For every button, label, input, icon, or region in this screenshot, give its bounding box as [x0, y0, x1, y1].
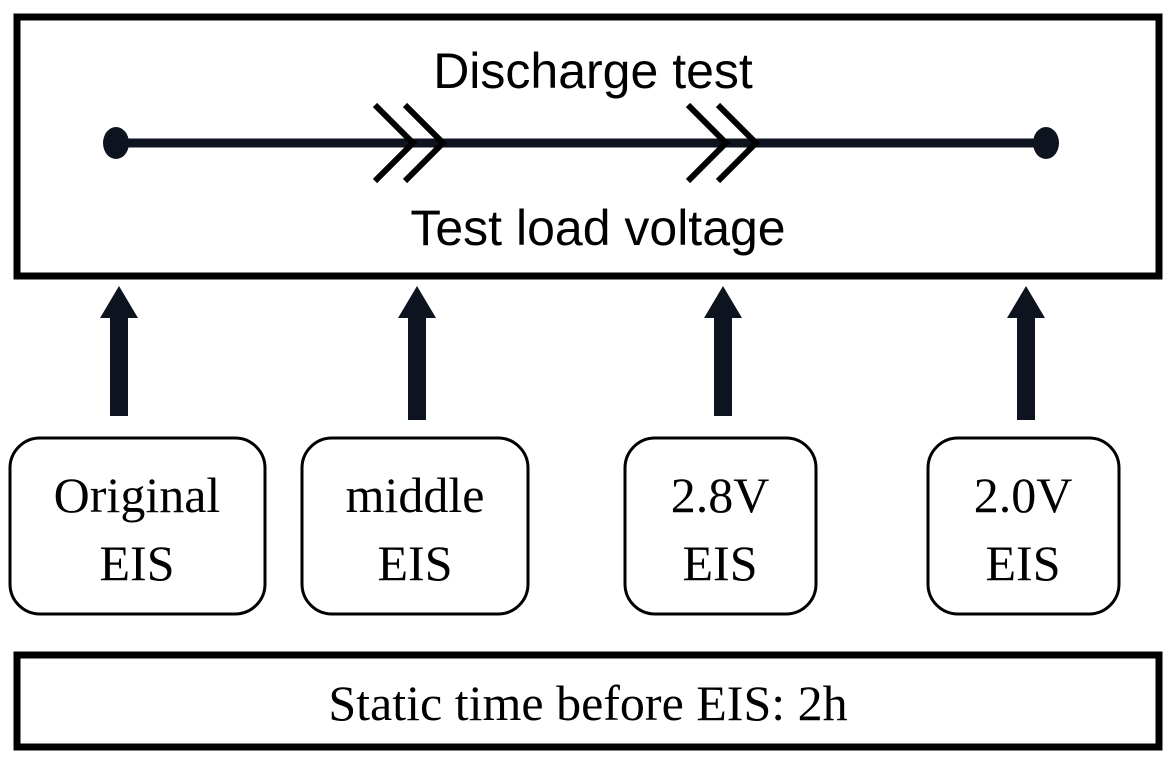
eis-box-line1: Original	[54, 467, 221, 523]
eis-box-2-8v: 2.8V EIS	[623, 436, 818, 616]
eis-box-original: Original EIS	[8, 436, 267, 616]
up-arrow-icon	[100, 286, 138, 416]
eis-box-line1: 2.0V	[974, 467, 1073, 523]
up-arrow-icon	[398, 286, 436, 420]
eis-box-2-0v: 2.0V EIS	[926, 436, 1121, 616]
eis-box-line1: 2.8V	[671, 467, 770, 523]
up-arrow-icon	[704, 286, 742, 416]
test-load-voltage-label: Test load voltage	[410, 200, 785, 256]
double-chevron-icon	[372, 102, 448, 184]
up-arrow-icon	[1007, 286, 1045, 420]
eis-box-line2: EIS	[683, 535, 758, 591]
eis-box-line2: EIS	[986, 535, 1061, 591]
eis-box-line2: EIS	[378, 535, 453, 591]
static-time-box	[13, 651, 1163, 751]
eis-box-line2: EIS	[100, 535, 175, 591]
eis-box-line1: middle	[346, 467, 485, 523]
timeline-end-dot	[1033, 127, 1059, 159]
eis-box-middle: middle EIS	[300, 436, 530, 616]
static-time-label: Static time before EIS: 2h	[328, 675, 847, 731]
discharge-test-label: Discharge test	[433, 43, 753, 99]
double-chevron-icon	[685, 102, 761, 184]
discharge-process-box	[13, 13, 1163, 280]
timeline-start-dot	[103, 127, 129, 159]
